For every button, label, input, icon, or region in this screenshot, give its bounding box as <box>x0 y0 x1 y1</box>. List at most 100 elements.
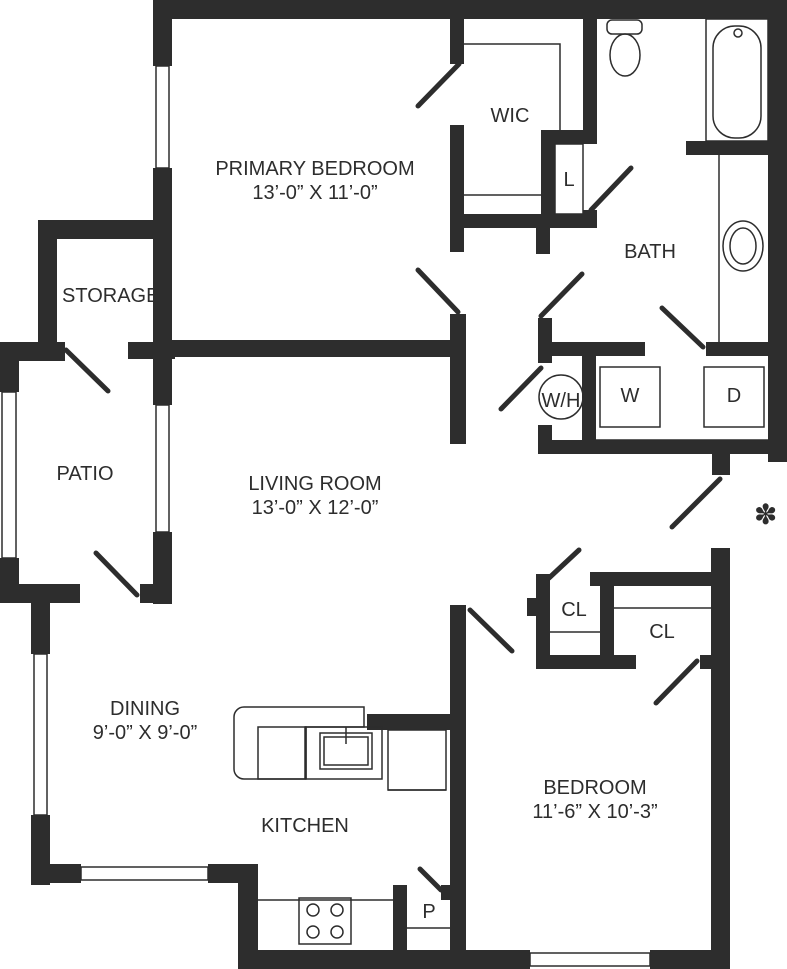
wall <box>153 340 463 357</box>
window <box>33 653 48 816</box>
wall <box>600 572 614 669</box>
wall <box>450 950 530 969</box>
room-name: WIC <box>490 105 530 127</box>
wall <box>367 714 466 730</box>
wall <box>711 548 730 969</box>
wall <box>536 214 550 254</box>
fixture-text: CL <box>649 621 675 643</box>
wall <box>538 318 552 363</box>
room-label-living-room: LIVING ROOM 13’-0” X 12’-0” <box>210 472 420 520</box>
room-name: KITCHEN <box>261 815 349 837</box>
wall <box>38 220 172 239</box>
fixtures <box>233 18 769 945</box>
sink <box>722 220 764 272</box>
entry-marker-icon: ✽ <box>754 498 778 531</box>
burner <box>306 903 320 917</box>
room-label-bedroom: BEDROOM 11’-6” X 10’-3” <box>495 776 695 824</box>
refrigerator <box>387 729 447 791</box>
wall <box>0 342 19 392</box>
wall <box>712 440 730 475</box>
wall <box>153 0 787 19</box>
room-label-bath: BATH <box>615 240 685 264</box>
washer-box <box>599 366 661 428</box>
counter <box>305 726 383 780</box>
room-name: STORAGE <box>62 285 160 307</box>
room-dimensions: 13’-0” X 12’-0” <box>251 497 379 519</box>
wall <box>686 141 787 155</box>
wall <box>541 130 586 144</box>
wall <box>583 210 597 228</box>
toilet-tank <box>606 19 643 35</box>
door <box>93 550 140 598</box>
wall <box>768 0 787 462</box>
fixture-text: W <box>620 385 640 407</box>
wall <box>441 885 451 900</box>
wall <box>450 605 466 969</box>
wall <box>238 864 258 969</box>
wall <box>650 950 730 969</box>
door <box>467 607 515 654</box>
water-heater-tank <box>538 374 584 420</box>
bathtub-basin <box>712 25 762 139</box>
door <box>417 866 444 893</box>
closet-label: CL <box>638 620 686 644</box>
fixture-text: D <box>726 385 742 407</box>
fixture-text: P <box>422 901 436 923</box>
fixture-text: W/H <box>541 390 581 412</box>
room-label-wic: WIC <box>480 104 540 128</box>
door-swings <box>63 61 723 893</box>
wall <box>541 130 555 220</box>
wall <box>527 598 539 616</box>
fixture-text: CL <box>561 599 587 621</box>
pantry-label: P <box>410 900 448 924</box>
door <box>669 476 723 530</box>
door <box>415 61 462 109</box>
wall <box>538 440 787 454</box>
linen-closet <box>554 143 584 215</box>
wall <box>450 314 466 444</box>
room-dimensions: 11’-6” X 10’-3” <box>532 801 658 823</box>
wall <box>700 655 730 669</box>
door <box>538 271 585 319</box>
burner <box>306 925 320 939</box>
room-name: PRIMARY BEDROOM <box>215 158 415 180</box>
wall <box>153 168 172 357</box>
wall <box>450 0 464 64</box>
wall <box>590 572 730 586</box>
wall <box>140 584 172 603</box>
wall <box>31 584 50 654</box>
wall <box>31 864 81 883</box>
kitchen-island <box>233 706 365 780</box>
water-heater-label: W/H <box>539 389 583 413</box>
room-label-primary-bedroom: PRIMARY BEDROOM 13’-0” X 11’-0” <box>205 157 425 205</box>
room-label-dining: DINING 9’-0” X 9’-0” <box>60 697 230 745</box>
burner <box>330 903 344 917</box>
closet-label: CL <box>550 598 598 622</box>
door <box>546 547 582 581</box>
fixture-text: L <box>563 169 575 191</box>
dryer-label: D <box>704 384 764 408</box>
toilet-bowl <box>609 33 641 77</box>
room-name: BEDROOM <box>543 777 647 799</box>
room-label-patio: PATIO <box>40 462 130 486</box>
room-name: PATIO <box>56 463 114 485</box>
wall <box>450 125 464 252</box>
room-name: LIVING ROOM <box>248 473 382 495</box>
window <box>1 391 17 559</box>
room-name: DINING <box>110 698 180 720</box>
window <box>155 404 170 533</box>
wall <box>153 0 172 66</box>
door <box>659 305 706 350</box>
tub-drain <box>733 28 743 38</box>
door <box>588 165 634 213</box>
counter <box>257 726 307 780</box>
wall <box>393 885 407 969</box>
wall <box>706 342 787 356</box>
dryer-box <box>703 366 765 428</box>
windows <box>1 65 651 967</box>
room-name: BATH <box>624 241 676 263</box>
door <box>653 658 700 706</box>
wall <box>582 342 596 440</box>
wall <box>238 950 468 969</box>
